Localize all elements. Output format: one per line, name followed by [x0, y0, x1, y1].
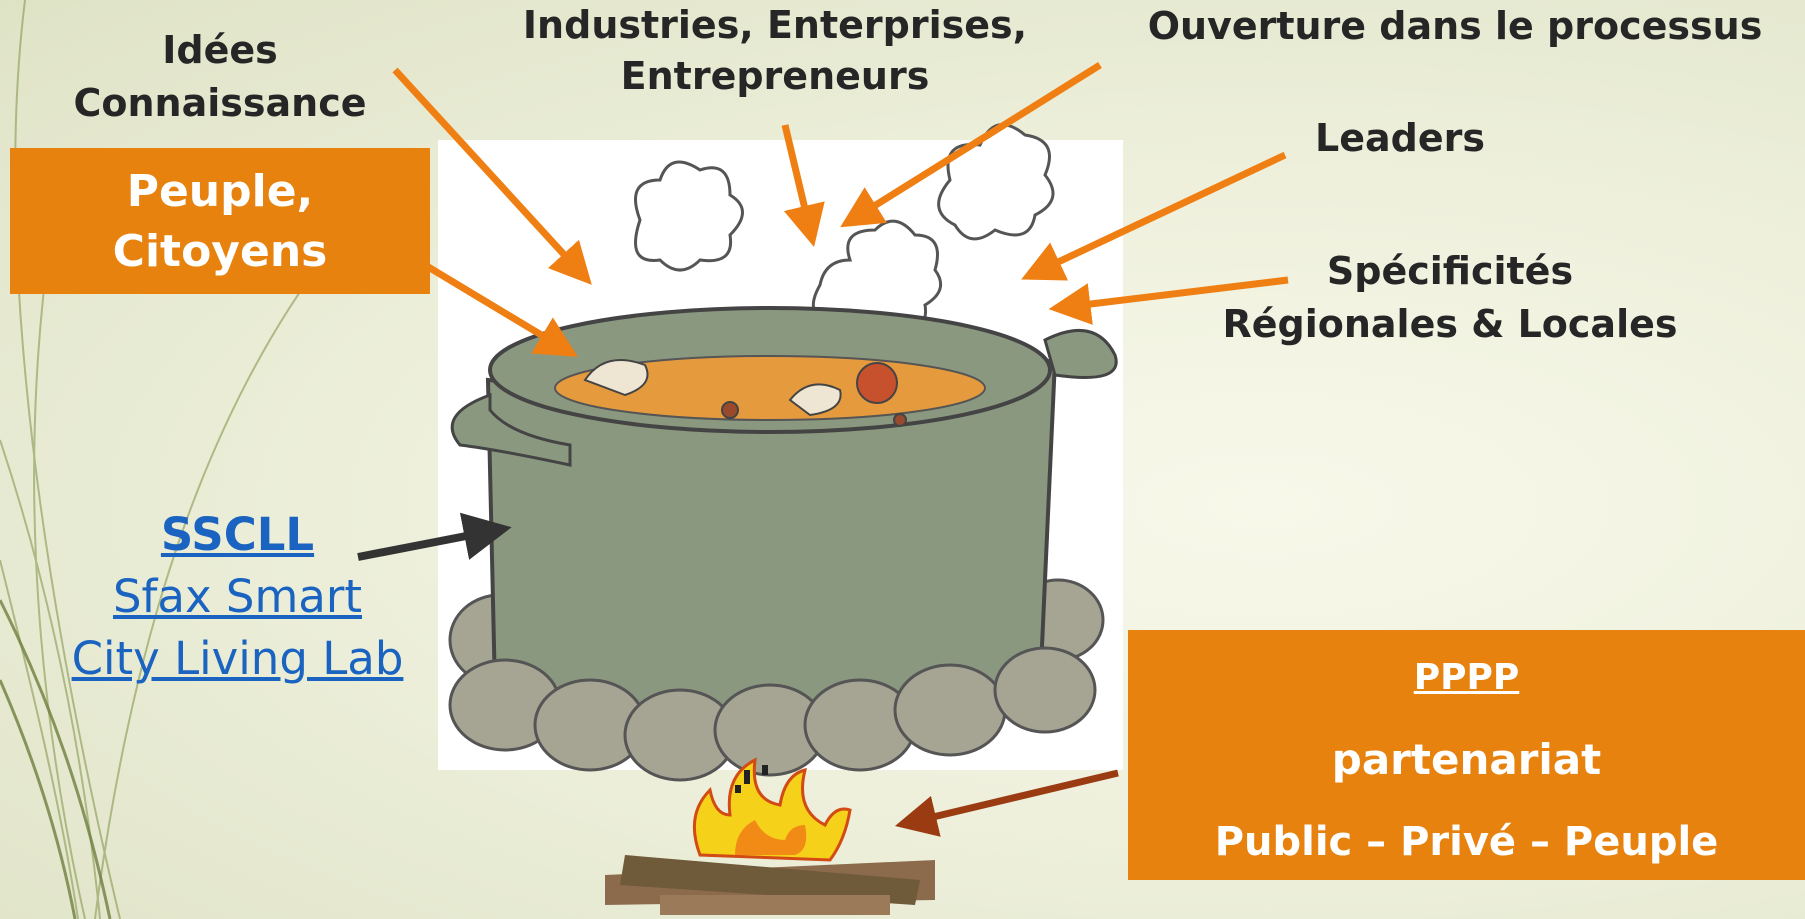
arrow-idees — [392, 67, 592, 285]
pppp-box-title: PPPP — [1413, 657, 1520, 698]
flames — [692, 757, 852, 862]
arrow-leaders — [1021, 151, 1287, 281]
label-idees-line2: Connaissance — [73, 81, 367, 126]
sscll-line1-link[interactable]: Sfax Smart — [112, 570, 363, 623]
label-specificites-line2: Régionales & Locales — [1222, 302, 1678, 347]
arrow-peuple — [418, 259, 578, 358]
arrow-sscll — [357, 512, 512, 561]
label-idees: Idées Connaissance — [50, 24, 390, 130]
sscll-line2-link[interactable]: City Living Lab — [71, 632, 404, 685]
peuple-box: Peuple, Citoyens — [10, 148, 430, 294]
label-ouverture: Ouverture dans le processus — [1115, 0, 1795, 53]
peuple-box-line1: Peuple, — [126, 166, 314, 217]
peuple-box-line2: Citoyens — [112, 226, 328, 277]
arrow-pppp — [894, 769, 1119, 837]
label-industries-line1: Industries, Enterprises, — [522, 3, 1028, 47]
pppp-box-line2: Public – Privé – Peuple — [1214, 819, 1719, 865]
firewood — [605, 855, 935, 915]
sscll-title-link[interactable]: SSCLL — [160, 508, 315, 561]
label-industries: Industries, Enterprises, Entrepreneurs — [500, 0, 1050, 103]
arrow-specificites — [1048, 276, 1289, 325]
label-specificites: Spécificités Régionales & Locales — [1185, 245, 1715, 351]
label-ouverture-text: Ouverture dans le processus — [1147, 4, 1763, 48]
steam-cloud — [634, 160, 744, 272]
label-leaders: Leaders — [1290, 112, 1510, 165]
label-idees-line1: Idées — [162, 28, 278, 72]
pppp-box-line1: partenariat — [1331, 735, 1602, 784]
label-leaders-text: Leaders — [1315, 116, 1485, 160]
arrow-industries — [781, 124, 825, 248]
steam-cloud — [937, 123, 1055, 241]
pppp-box: PPPP partenariat Public – Privé – Peuple — [1128, 630, 1805, 880]
label-specificites-line1: Spécificités — [1326, 249, 1574, 293]
arrow-ouverture — [840, 62, 1102, 228]
label-industries-line2: Entrepreneurs — [620, 54, 930, 99]
sscll-block: SSCLL Sfax Smart City Living Lab — [40, 504, 435, 690]
